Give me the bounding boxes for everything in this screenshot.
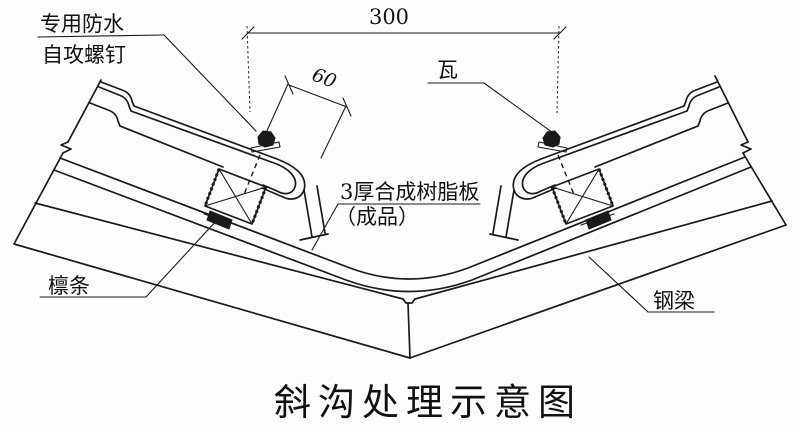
dim-300-tick-left	[241, 26, 255, 40]
label-purlin-leader	[145, 219, 218, 298]
label-tile: 瓦	[427, 58, 561, 139]
dim-300-text: 300	[369, 5, 409, 29]
dim-60-line	[288, 84, 348, 108]
label-steel-beam: 钢梁	[588, 256, 715, 313]
dim-60-ext-lower	[320, 105, 347, 159]
right-break-mark	[740, 141, 752, 154]
drawing-title: 斜沟处理示意图	[274, 381, 582, 424]
beam-corner-vertical	[407, 302, 411, 359]
label-waterproof-screw-line1: 专用防水	[40, 12, 124, 36]
right-cut-edge	[714, 75, 787, 226]
steel-beam	[13, 200, 787, 359]
label-resin-board-line1: 3厚合成树脂板	[340, 180, 479, 204]
dim-300-ext-left	[246, 25, 251, 113]
label-purlin-text: 檩条	[48, 274, 90, 298]
label-waterproof-screw: 专用防水 自攻螺钉	[37, 12, 257, 132]
beam-top-edge-left	[34, 202, 404, 300]
dim-300-ext-right	[556, 25, 560, 114]
label-resin-board-line2: （成品）	[335, 205, 419, 229]
beam-bottom-edge-right	[409, 224, 787, 359]
beam-top-edge-right	[414, 200, 773, 300]
dim-60-text: 60	[309, 64, 339, 93]
label-tile-text: 瓦	[437, 58, 458, 82]
label-steel-beam-leader	[588, 256, 649, 313]
label-purlin: 檩条	[39, 219, 218, 298]
beam-valley-step	[402, 298, 416, 304]
label-resin-board: 3厚合成树脂板 （成品）	[311, 180, 481, 251]
dim-60-ext-upper	[265, 83, 289, 134]
right-slope-assembly	[488, 80, 730, 242]
dim-300-tick-right	[553, 26, 567, 40]
dimension-60: 60	[265, 64, 352, 159]
resin-board-bottom-line	[53, 166, 752, 293]
label-waterproof-screw-leader	[163, 34, 257, 132]
beam-bottom-edge-left	[13, 243, 411, 359]
dim-60-tick-right	[342, 97, 352, 117]
left-slope-assembly	[88, 80, 330, 242]
label-tile-leader	[483, 82, 561, 139]
dimension-300: 300	[241, 5, 567, 114]
label-waterproof-screw-line2: 自攻螺钉	[42, 43, 126, 67]
label-resin-board-leader	[311, 203, 339, 251]
resin-valley-board	[53, 156, 752, 293]
left-break-mark	[60, 141, 72, 154]
label-waterproof-screw-underline	[37, 34, 165, 38]
left-cut-edge	[13, 79, 102, 245]
label-steel-beam-text: 钢梁	[653, 289, 695, 313]
dim-60-tick-left	[284, 75, 294, 95]
resin-board-top-line	[59, 156, 746, 280]
